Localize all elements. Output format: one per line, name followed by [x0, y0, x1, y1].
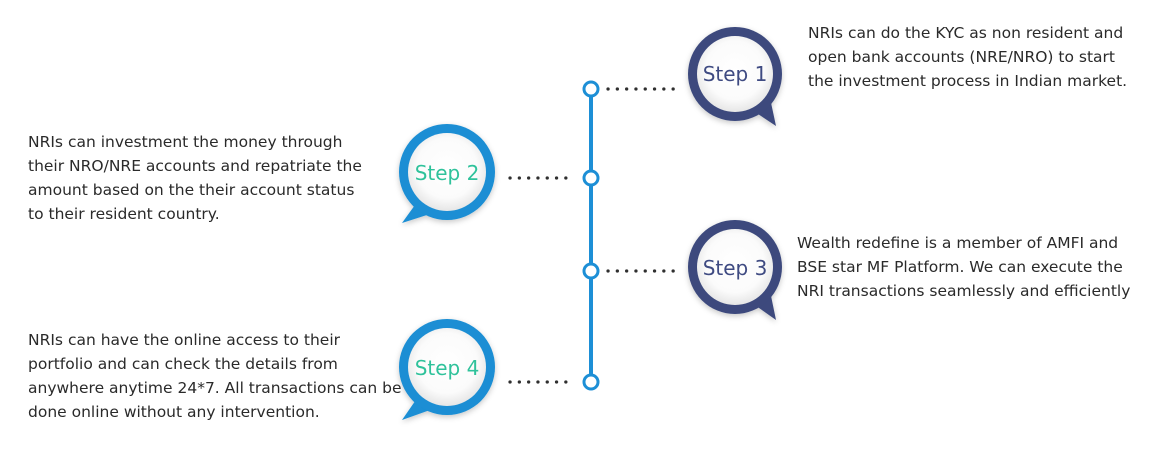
step-2-bubble	[399, 124, 495, 223]
step-4-bubble	[399, 319, 495, 420]
timeline-node-2	[582, 169, 600, 187]
step-1-label: Step 1	[703, 62, 768, 86]
step-2-description: NRIs can investment the money through th…	[28, 133, 362, 223]
timeline-node-1	[582, 80, 600, 98]
step-1-description: NRIs can do the KYC as non resident and …	[808, 24, 1128, 90]
step-3-label: Step 3	[703, 256, 768, 280]
step-3-bubble	[688, 220, 782, 320]
step-3-description: Wealth redefine is a member of AMFI and …	[797, 234, 1131, 300]
step-4-label: Step 4	[415, 356, 480, 380]
step-4-description: NRIs can have the online access to their…	[28, 331, 402, 421]
step-1-bubble	[688, 27, 782, 126]
timeline-node-3	[582, 262, 600, 280]
timeline-node-4	[582, 373, 600, 391]
step-2-label: Step 2	[415, 161, 480, 185]
